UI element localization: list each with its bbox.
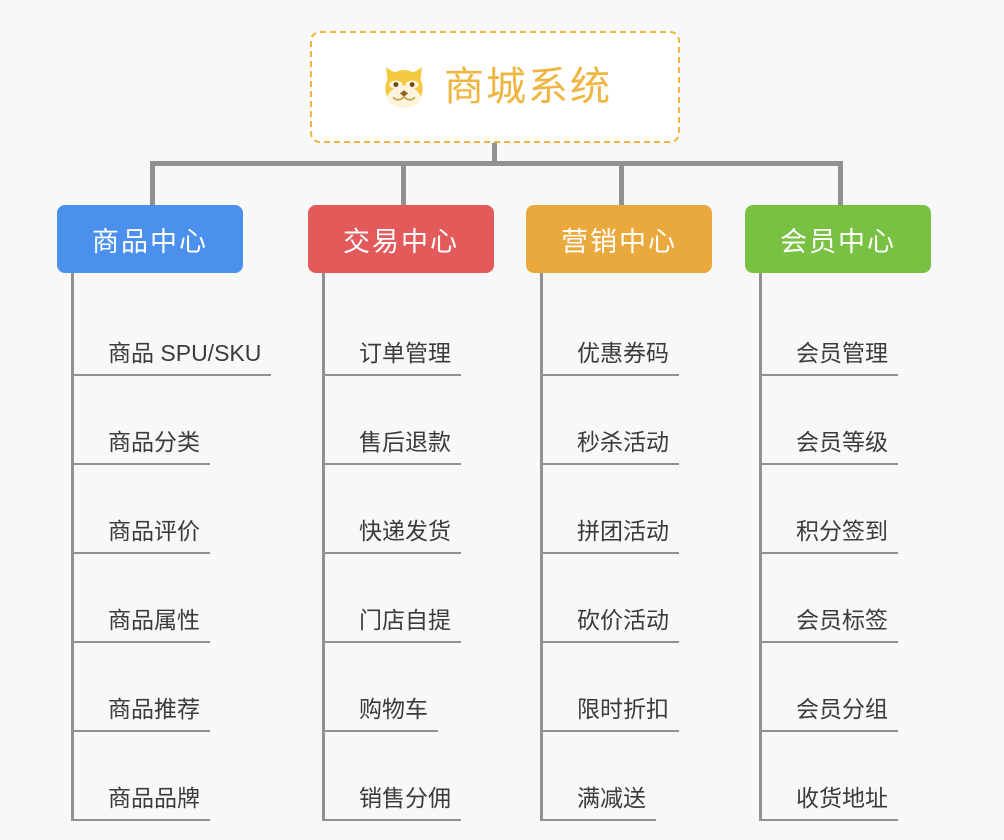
list-item[interactable]: 商品 SPU/SKU	[74, 287, 272, 376]
list-item[interactable]: 砍价活动	[543, 554, 712, 643]
leaf-label: 订单管理	[325, 340, 461, 376]
leaf-label: 商品属性	[74, 607, 210, 643]
list-item[interactable]: 会员分组	[762, 643, 931, 732]
category-column-marketing: 营销中心 优惠券码 秒杀活动 拼团活动 砍价活动 限时折扣 满减送	[526, 205, 712, 821]
list-item[interactable]: 积分签到	[762, 465, 931, 554]
connector-stem	[492, 143, 497, 165]
list-item[interactable]: 商品评价	[74, 465, 243, 554]
leaf-label: 秒杀活动	[543, 429, 679, 465]
category-header-product[interactable]: 商品中心	[57, 205, 243, 273]
shiba-dog-icon	[378, 61, 430, 113]
category-header-label: 交易中心	[343, 226, 459, 257]
list-item[interactable]: 商品品牌	[74, 732, 243, 821]
list-item[interactable]: 订单管理	[325, 287, 494, 376]
leaf-label: 优惠券码	[543, 340, 679, 376]
list-item[interactable]: 门店自提	[325, 554, 494, 643]
connector-drop-1	[401, 161, 406, 205]
list-item[interactable]: 会员标签	[762, 554, 931, 643]
leaf-label: 积分签到	[762, 518, 898, 554]
list-item[interactable]: 商品分类	[74, 376, 243, 465]
category-column-trade: 交易中心 订单管理 售后退款 快递发货 门店自提 购物车 销售分佣	[308, 205, 494, 821]
list-item[interactable]: 会员管理	[762, 287, 931, 376]
leaf-rail-member: 会员管理 会员等级 积分签到 会员标签 会员分组 收货地址	[759, 273, 931, 821]
leaf-label: 限时折扣	[543, 696, 679, 732]
list-item[interactable]: 会员等级	[762, 376, 931, 465]
leaf-label: 会员管理	[762, 340, 898, 376]
leaf-label: 售后退款	[325, 429, 461, 465]
leaf-rail-product: 商品 SPU/SKU 商品分类 商品评价 商品属性 商品推荐 商品品牌	[71, 273, 272, 821]
category-header-trade[interactable]: 交易中心	[308, 205, 494, 273]
leaf-label: 满减送	[543, 785, 656, 821]
leaf-label: 门店自提	[325, 607, 461, 643]
leaf-label: 拼团活动	[543, 518, 679, 554]
leaf-label: 砍价活动	[543, 607, 679, 643]
list-item[interactable]: 商品属性	[74, 554, 243, 643]
category-column-product: 商品中心 商品 SPU/SKU 商品分类 商品评价 商品属性 商品推荐 商品品牌	[57, 205, 272, 821]
connector-bus	[150, 161, 838, 166]
list-item[interactable]: 满减送	[543, 732, 712, 821]
root-title: 商城系统	[444, 65, 612, 109]
leaf-label: 会员分组	[762, 696, 898, 732]
list-item[interactable]: 购物车	[325, 643, 494, 732]
list-item[interactable]: 快递发货	[325, 465, 494, 554]
leaf-label: 商品推荐	[74, 696, 210, 732]
connector-drop-3	[838, 161, 843, 205]
category-header-label: 会员中心	[780, 226, 896, 257]
leaf-rail-marketing: 优惠券码 秒杀活动 拼团活动 砍价活动 限时折扣 满减送	[540, 273, 712, 821]
connector-drop-0	[150, 161, 155, 205]
leaf-label: 购物车	[325, 696, 438, 732]
category-header-member[interactable]: 会员中心	[745, 205, 931, 273]
list-item[interactable]: 优惠券码	[543, 287, 712, 376]
list-item[interactable]: 秒杀活动	[543, 376, 712, 465]
leaf-label: 商品 SPU/SKU	[74, 340, 272, 376]
list-item[interactable]: 限时折扣	[543, 643, 712, 732]
category-header-label: 商品中心	[92, 226, 208, 257]
list-item[interactable]: 销售分佣	[325, 732, 494, 821]
leaf-label: 会员标签	[762, 607, 898, 643]
leaf-label: 商品评价	[74, 518, 210, 554]
leaf-label: 会员等级	[762, 429, 898, 465]
list-item[interactable]: 商品推荐	[74, 643, 243, 732]
leaf-label: 销售分佣	[325, 785, 461, 821]
leaf-rail-trade: 订单管理 售后退款 快递发货 门店自提 购物车 销售分佣	[322, 273, 494, 821]
leaf-label: 商品品牌	[74, 785, 210, 821]
category-header-marketing[interactable]: 营销中心	[526, 205, 712, 273]
category-column-member: 会员中心 会员管理 会员等级 积分签到 会员标签 会员分组 收货地址	[745, 205, 931, 821]
connector-drop-2	[619, 161, 624, 205]
category-header-label: 营销中心	[561, 226, 677, 257]
list-item[interactable]: 售后退款	[325, 376, 494, 465]
list-item[interactable]: 拼团活动	[543, 465, 712, 554]
root-node[interactable]: 商城系统	[310, 31, 680, 143]
leaf-label: 商品分类	[74, 429, 210, 465]
list-item[interactable]: 收货地址	[762, 732, 931, 821]
leaf-label: 快递发货	[325, 518, 461, 554]
leaf-label: 收货地址	[762, 785, 898, 821]
